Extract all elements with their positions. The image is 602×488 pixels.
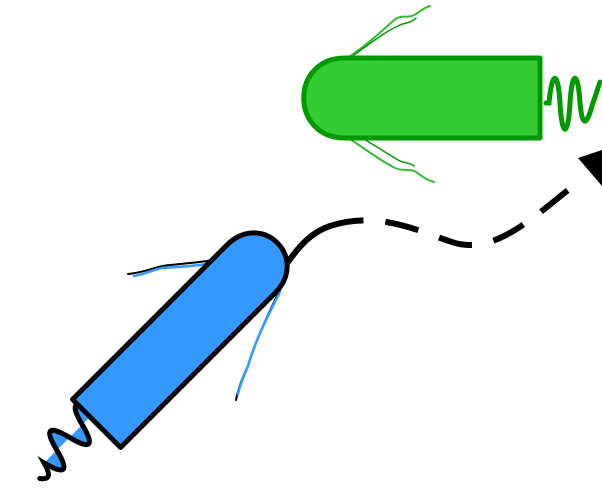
motion-path-dashed: [329, 174, 587, 248]
green-flagellum: [543, 76, 602, 132]
arrowhead-icon: [578, 150, 602, 186]
green-cilium-lower: [329, 127, 435, 183]
green-cilium-upper: [329, 5, 431, 69]
blue-flagellum: [37, 402, 98, 482]
blue-cilium-lower-fill: [236, 290, 282, 396]
blue-bacterium-icon: [37, 230, 290, 482]
motion-path: [285, 150, 602, 265]
green-bacterium-icon: [301, 5, 602, 183]
blue-body: [70, 230, 290, 450]
green-cilium-upper-2: [341, 17, 417, 64]
green-body: [301, 55, 543, 141]
motion-path-solid-start: [285, 223, 333, 265]
